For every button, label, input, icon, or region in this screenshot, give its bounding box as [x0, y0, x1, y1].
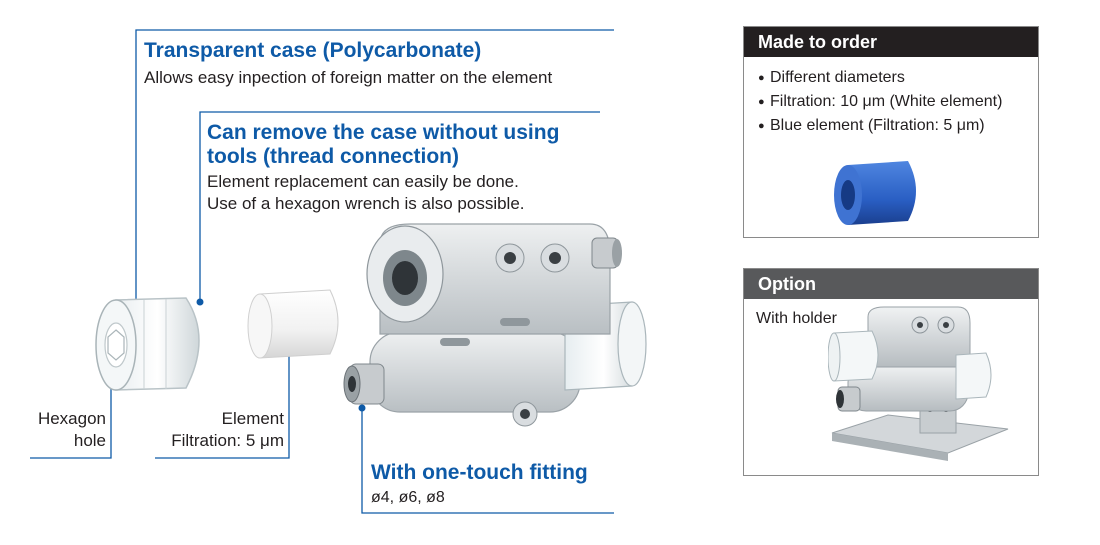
made-to-order-box: Made to order Different diameters Filtra… [743, 26, 1039, 238]
hexagon-label-line2: hole [73, 431, 106, 450]
transparent-case-title: Transparent case (Polycarbonate) [144, 39, 482, 62]
list-item: Blue element (Filtration: 5 μm) [758, 114, 1038, 138]
element-label-line2: Filtration: 5 μm [171, 431, 284, 450]
leader-transparent-case [135, 29, 614, 325]
transparent-case-image [95, 297, 200, 391]
blue-element-image [834, 161, 916, 225]
leader-hexagon [30, 358, 112, 459]
leader-remove-case [199, 111, 600, 300]
remove-case-desc-line1: Element replacement can easily be done. [207, 172, 519, 191]
leader-element [155, 322, 290, 459]
transparent-case-desc: Allows easy inpection of foreign matter … [144, 68, 553, 87]
option-caption: With holder [756, 310, 837, 327]
remove-case-desc-line2: Use of a hexagon wrench is also possible… [207, 194, 525, 213]
fitting-sizes: ø4, ø6, ø8 [371, 489, 445, 506]
list-item: Filtration: 10 μm (White element) [758, 90, 1038, 114]
option-box: Option With holder [743, 268, 1039, 476]
hexagon-label-line1: Hexagon [37, 409, 106, 428]
option-title: Option [744, 269, 1038, 299]
filter-product-image [343, 223, 647, 427]
fitting-title: With one-touch fitting [371, 461, 588, 484]
made-to-order-list: Different diameters Filtration: 10 μm (W… [758, 66, 1038, 138]
list-item: Different diameters [758, 66, 1038, 90]
holder-product-image [828, 306, 1009, 461]
remove-case-title-line2: tools (thread connection) [207, 145, 459, 168]
leader-fitting [361, 410, 614, 514]
made-to-order-title: Made to order [744, 27, 1038, 57]
element-label-line1: Element [221, 409, 284, 428]
filter-element-image [247, 289, 339, 359]
remove-case-title-line1: Can remove the case without using [207, 121, 560, 144]
